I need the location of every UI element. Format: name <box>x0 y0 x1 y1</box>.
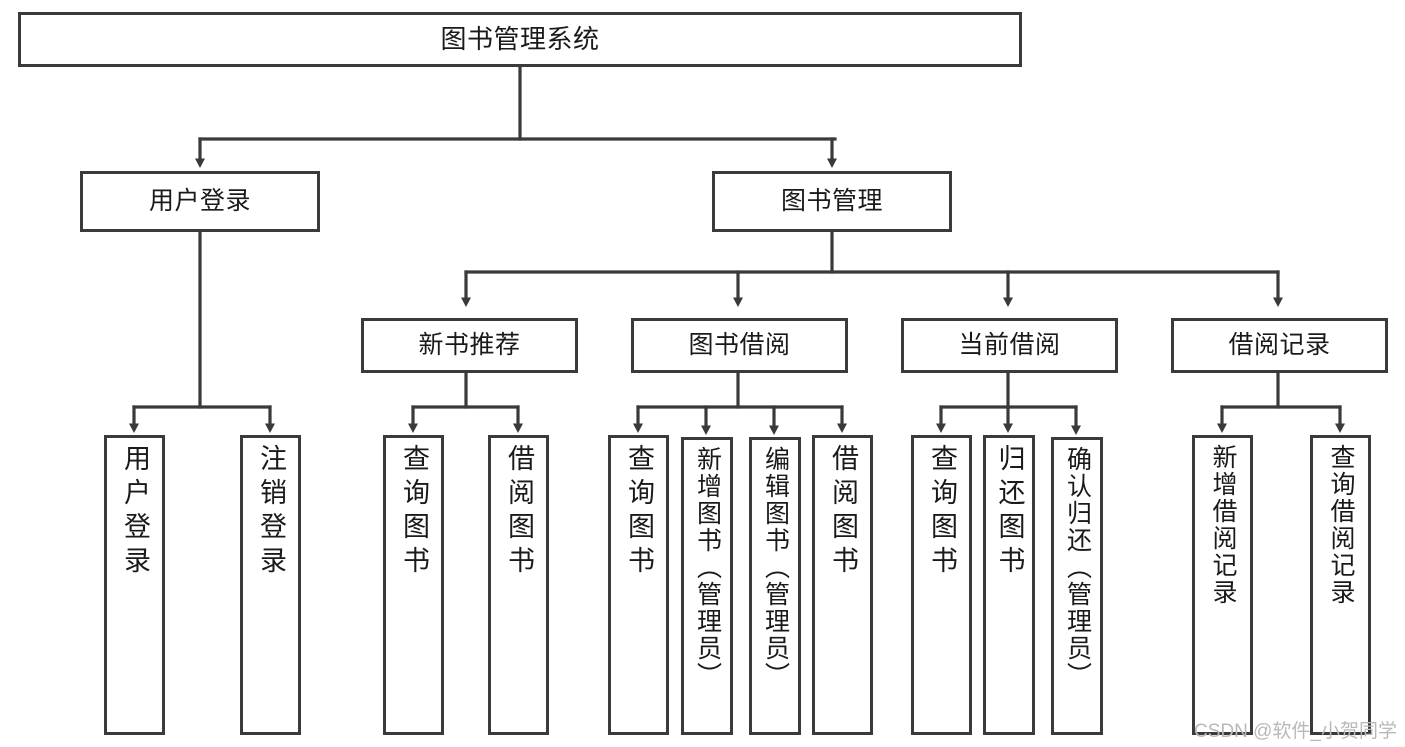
node-leaf-query-book-3[interactable]: 查询图书 <box>911 435 972 735</box>
node-label: 查询借阅记录 <box>1327 444 1355 606</box>
node-new-book-recommend[interactable]: 新书推荐 <box>361 318 578 373</box>
node-leaf-query-book-1[interactable]: 查询图书 <box>383 435 444 735</box>
node-label: 借阅图书 <box>828 444 858 580</box>
node-book-borrow[interactable]: 图书借阅 <box>631 318 848 373</box>
node-label: 注销登录 <box>256 444 286 580</box>
node-leaf-query-record[interactable]: 查询借阅记录 <box>1310 435 1371 735</box>
node-borrow-record[interactable]: 借阅记录 <box>1171 318 1388 373</box>
node-label: 图书管理系统 <box>440 23 600 54</box>
node-label: 查询图书 <box>399 444 429 580</box>
node-leaf-query-book-2[interactable]: 查询图书 <box>608 435 669 735</box>
node-label: 查询图书 <box>624 444 654 580</box>
node-label: 用户登录 <box>120 444 150 580</box>
node-label: 图书借阅 <box>688 331 791 360</box>
node-label: 新书推荐 <box>418 331 521 360</box>
node-user-login[interactable]: 用户登录 <box>80 171 320 232</box>
node-label: 当前借阅 <box>958 331 1061 360</box>
watermark: CSDN @软件_小贺同学 <box>1194 721 1397 742</box>
node-leaf-confirm-return[interactable]: 确认归还（管理员） <box>1051 437 1103 735</box>
node-leaf-borrow-book-2[interactable]: 借阅图书 <box>812 435 873 735</box>
node-label: 借阅图书 <box>504 444 534 580</box>
node-label: 新增图书（管理员） <box>693 446 722 689</box>
node-leaf-return-book[interactable]: 归还图书 <box>983 435 1035 735</box>
node-label: 查询图书 <box>927 444 957 580</box>
node-label: 确认归还（管理员） <box>1063 446 1092 689</box>
node-current-borrow[interactable]: 当前借阅 <box>901 318 1118 373</box>
node-label: 借阅记录 <box>1228 331 1331 360</box>
node-label: 归还图书 <box>994 444 1025 580</box>
node-leaf-add-book[interactable]: 新增图书（管理员） <box>681 437 733 735</box>
node-leaf-borrow-book-1[interactable]: 借阅图书 <box>488 435 549 735</box>
node-root-book-management-system[interactable]: 图书管理系统 <box>18 12 1022 67</box>
node-label: 编辑图书（管理员） <box>761 446 790 689</box>
node-leaf-edit-book[interactable]: 编辑图书（管理员） <box>749 437 801 735</box>
node-label: 新增借阅记录 <box>1209 444 1237 606</box>
node-leaf-user-login[interactable]: 用户登录 <box>104 435 165 735</box>
node-leaf-add-record[interactable]: 新增借阅记录 <box>1192 435 1253 735</box>
node-book-management[interactable]: 图书管理 <box>712 171 952 232</box>
node-label: 用户登录 <box>148 187 251 216</box>
node-leaf-logout-login[interactable]: 注销登录 <box>240 435 301 735</box>
node-label: 图书管理 <box>780 187 883 216</box>
